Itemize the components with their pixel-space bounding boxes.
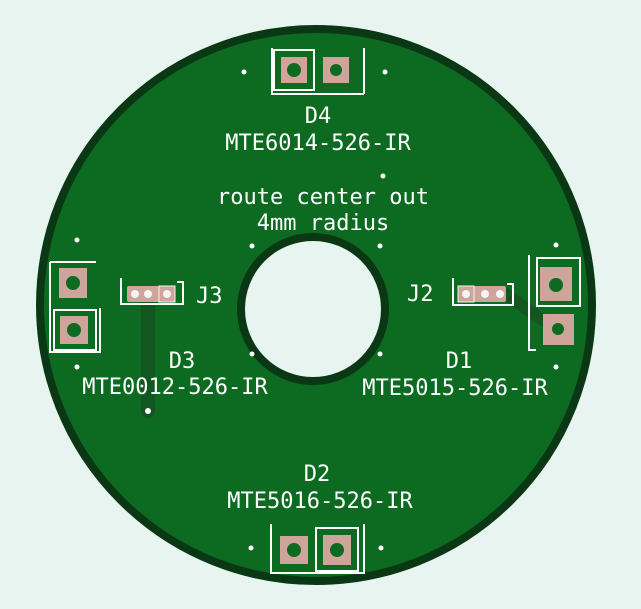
via-dot — [377, 243, 383, 249]
d2-courtyard — [270, 524, 365, 574]
via-dot — [382, 69, 388, 75]
via-dot — [145, 408, 151, 414]
d2-ref-label: D2 — [304, 462, 331, 487]
j3-ref-label: J3 — [196, 284, 223, 309]
d4-ref-label: D4 — [305, 104, 332, 129]
d2-value-label: MTE5016-526-IR — [227, 489, 413, 514]
d1-pad-1-hole — [549, 278, 563, 292]
via-dots — [74, 69, 559, 551]
j3-pin-3 — [163, 290, 171, 298]
d1-footprint[interactable] — [528, 255, 581, 351]
via-dot — [380, 173, 386, 179]
d4-courtyard — [271, 48, 365, 95]
d1-value-label: MTE5015-526-IR — [362, 376, 548, 401]
via-dot — [248, 545, 254, 551]
j3-outline — [120, 278, 184, 305]
via-dot — [74, 237, 80, 243]
d1-courtyard-edge — [528, 255, 536, 351]
d2-pad-1-hole — [287, 543, 301, 557]
j2-pin-3 — [496, 290, 504, 298]
d3-ref-label: D3 — [169, 349, 196, 374]
d4-footprint[interactable] — [271, 48, 365, 95]
j2-pin-1 — [462, 290, 470, 298]
d4-pad-1-hole — [287, 63, 301, 77]
j2-footprint[interactable] — [452, 278, 514, 306]
via-dot — [74, 364, 80, 370]
via-dot — [553, 364, 559, 370]
j2-ref-label: J2 — [407, 282, 434, 307]
j2-pin-2 — [481, 290, 489, 298]
d4-pad-outline — [273, 49, 315, 91]
d2-footprint[interactable] — [270, 524, 365, 574]
j2-outline — [452, 278, 514, 306]
d1-ref-label: D1 — [446, 349, 473, 374]
routing-note-line1: route center out — [217, 185, 429, 210]
d4-value-label: MTE6014-526-IR — [225, 131, 411, 156]
d1-courtyard — [536, 257, 581, 307]
center-hole — [237, 233, 389, 385]
via-dot — [377, 351, 383, 357]
d2-pad-2-hole — [330, 543, 344, 557]
routing-note-line2: 4mm radius — [257, 211, 389, 236]
d3-pad-1-hole — [66, 276, 80, 290]
d3-value-label: MTE0012-526-IR — [82, 375, 268, 400]
d3-pad-2-hole — [67, 323, 81, 337]
d4-pad-2-hole — [330, 64, 342, 76]
j3-pin-2 — [144, 290, 152, 298]
j3-pin-1 — [131, 290, 139, 298]
via-dot — [378, 545, 384, 551]
d1-pad-2-hole — [552, 323, 564, 335]
j3-footprint[interactable] — [120, 278, 184, 305]
via-dot — [249, 351, 255, 357]
via-dot — [249, 243, 255, 249]
d3-courtyard — [49, 261, 101, 353]
via-dot — [241, 69, 247, 75]
via-dot — [553, 242, 559, 248]
d3-footprint[interactable] — [49, 261, 101, 353]
